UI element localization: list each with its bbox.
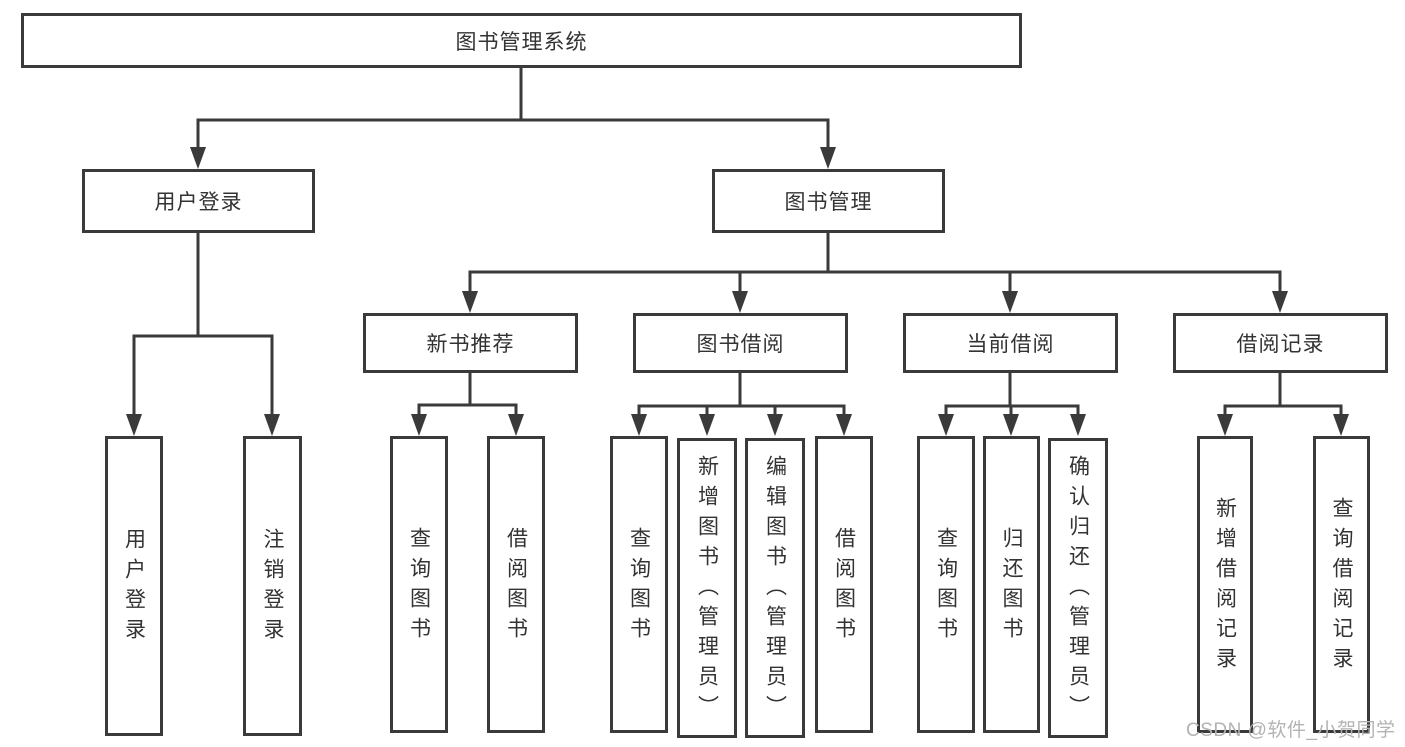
node-book-management: 图书管理 [712,169,945,233]
node-book-borrowing: 图书借阅 [633,313,848,373]
node-current-borrowing: 当前借阅 [903,313,1118,373]
leaf-borrowing-query-books: 查询图书 [610,436,668,733]
watermark: CSDN @软件_小贺同学 [1186,720,1396,741]
node-borrowing-records: 借阅记录 [1173,313,1388,373]
leaf-current-return-books: 归还图书 [983,436,1040,733]
leaf-records-add-record: 新增借阅记录 [1197,436,1253,733]
leaf-records-query-record: 查询借阅记录 [1313,436,1370,733]
leaf-recommend-query-books: 查询图书 [390,436,448,733]
leaf-current-confirm-return-admin: 确认归还（管理员） [1048,438,1108,738]
node-user-login: 用户登录 [82,169,315,233]
leaf-current-query-books: 查询图书 [917,436,975,733]
leaf-borrowing-edit-books-admin: 编辑图书（管理员） [745,438,805,738]
node-library-system: 图书管理系统 [21,13,1022,68]
leaf-logout-login: 注销登录 [243,436,302,736]
leaf-user-login: 用户登录 [105,436,163,736]
leaf-borrowing-borrow-books: 借阅图书 [815,436,873,733]
leaf-borrowing-add-books-admin: 新增图书（管理员） [677,438,737,738]
node-new-book-recommendation: 新书推荐 [363,313,578,373]
leaf-recommend-borrow-books: 借阅图书 [487,436,545,733]
